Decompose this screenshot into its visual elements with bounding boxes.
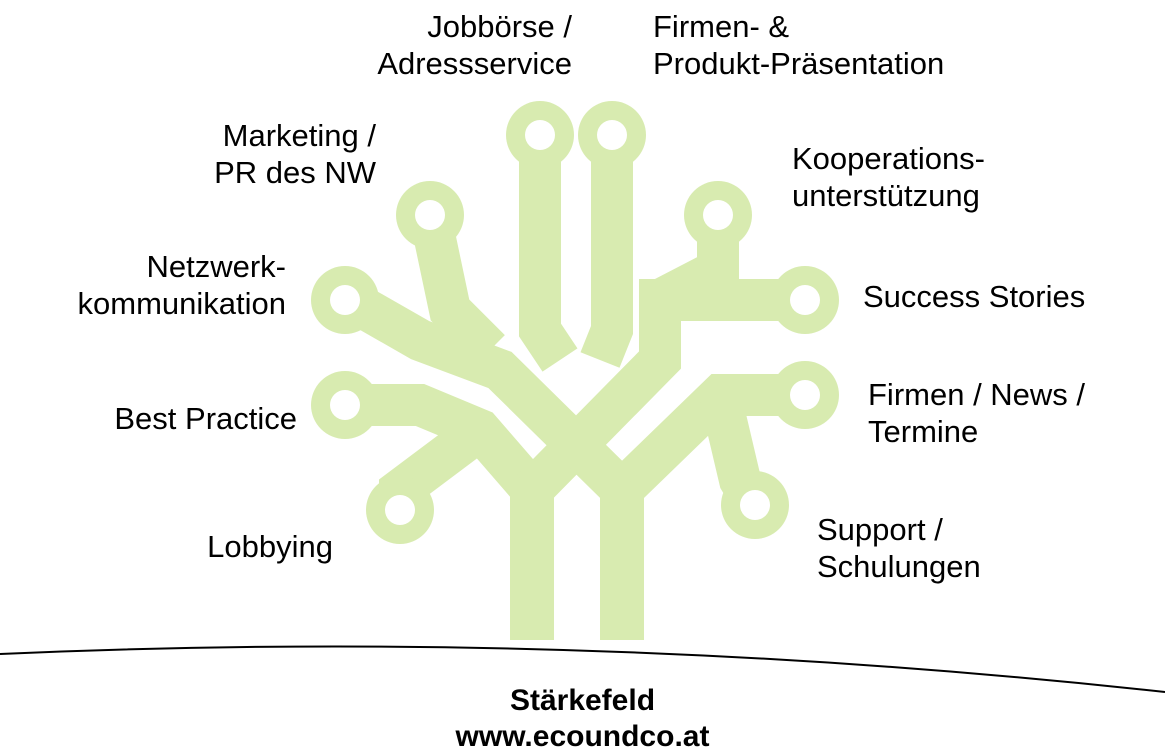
footer-title: Stärkefeld [509,684,656,717]
label-firmen-news: Firmen / News /Termine [868,377,1086,449]
label-lobbying: Lobbying [207,529,333,564]
branch-job [519,135,578,372]
label-success: Success Stories [863,279,1086,314]
label-jobboerse: Jobbörse /Adressservice [377,9,572,81]
label-marketing: Marketing /PR des NW [214,118,376,190]
footer: Stärkefeld www.ecoundco.at [0,683,1165,755]
label-firmen-praesentation: Firmen- &Produkt-Präsentation [653,9,945,81]
ground-line [0,645,1165,693]
branch-cross-a [517,279,805,505]
branch-trunk-right [601,374,805,640]
label-kooperation: Kooperations-unterstützung [792,141,986,213]
branch-firmen [580,135,633,368]
branch-cross-b [339,281,637,505]
label-best-practice: Best Practice [114,401,297,436]
node-holes [330,120,820,525]
label-support: Support /Schulungen [817,512,981,584]
footer-url: www.ecoundco.at [455,720,710,753]
label-netzwerk: Netzwerk-kommunikation [77,249,286,321]
